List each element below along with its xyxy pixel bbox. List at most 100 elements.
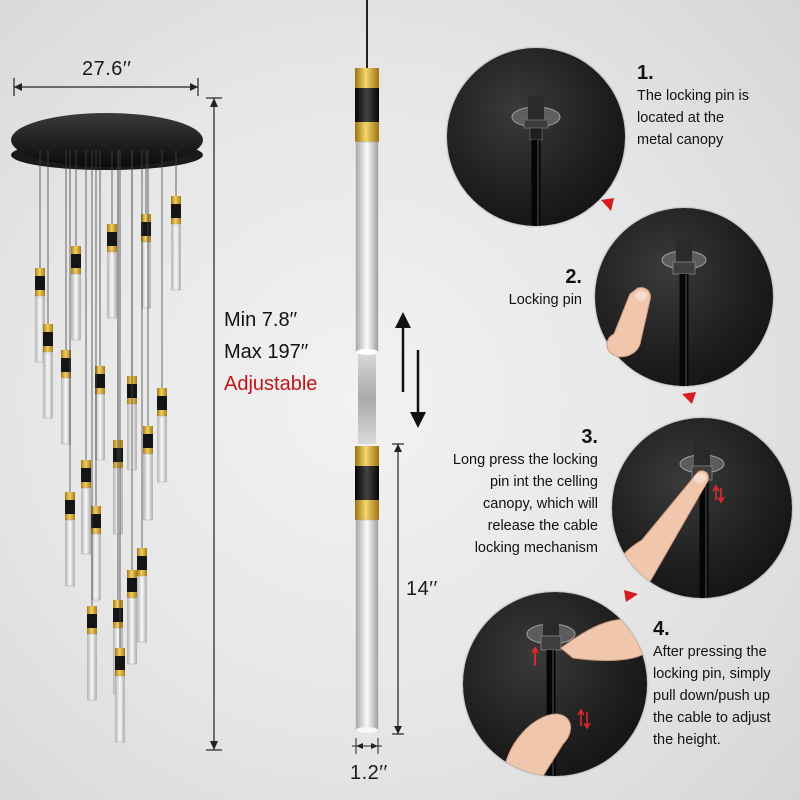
pendant-cap [61, 358, 71, 372]
pendant-cap [35, 276, 45, 290]
step3-line3: canopy, which will [483, 496, 598, 512]
red-arrow-icon [601, 198, 614, 211]
pendant-cap [113, 622, 123, 628]
pendant-cap [107, 224, 117, 232]
pendant-cap [95, 366, 105, 374]
tube-length-label: 14′′ [406, 578, 438, 600]
step4-line2: locking pin, simply [653, 666, 771, 682]
pendant-cap [95, 374, 105, 388]
pendant-cap [171, 196, 181, 204]
step3-caption: 3. Long press the locking pin int the ce… [400, 426, 598, 559]
pendant-cap [143, 434, 153, 448]
step3-line4: release the cable [487, 518, 598, 534]
pendant-glass-tube [141, 241, 151, 309]
pendant-glass-tube [61, 377, 71, 445]
pendant-glass-tube [71, 273, 81, 341]
pendant-cap [141, 236, 151, 242]
pendant-cap [141, 214, 151, 222]
step3-line2: pin int the celling [489, 474, 598, 490]
pendant-cap [91, 528, 101, 534]
pendant-cap [43, 324, 53, 332]
step4-caption: 4. After pressing the locking pin, simpl… [653, 618, 800, 751]
pendant-cap [95, 388, 105, 394]
pendant-glass-tube [65, 519, 75, 587]
pendant-cap [71, 246, 81, 254]
step1-caption: 1. The locking pin is located at the met… [637, 62, 797, 151]
pendant-cap [113, 608, 123, 622]
step1-line1: The locking pin is [637, 88, 750, 104]
pendant-cap [91, 514, 101, 528]
step2-line1: Locking pin [508, 292, 582, 308]
step3-number: 3. [581, 426, 598, 448]
red-arrow-icon [682, 392, 696, 404]
hand-icon [606, 287, 651, 358]
step1-canopy-photo [447, 48, 625, 226]
pendant-cap [87, 606, 97, 614]
pendant-cap [71, 268, 81, 274]
pendant-glass-tube [127, 597, 137, 665]
pendant-cap [157, 410, 167, 416]
pendant-cap [115, 670, 125, 676]
chandelier-drawing [11, 78, 203, 743]
pendant-cap [137, 556, 147, 570]
pendant-cap [143, 448, 153, 454]
pendant-cap [141, 222, 151, 236]
pendant-glass-tube [87, 633, 97, 701]
pendant-cap [35, 268, 45, 276]
pendant-cap [113, 600, 123, 608]
pendant-glass-tube [91, 533, 101, 601]
tube-diameter-label: 1.2′′ [350, 762, 388, 784]
pendant-cap [81, 468, 91, 482]
step4-adjust-cable-photo [463, 592, 647, 776]
pendant-glass-tube [95, 393, 105, 461]
step2-number: 2. [565, 266, 582, 288]
up-down-arrow-icon [395, 312, 426, 428]
step1-number: 1. [637, 62, 654, 84]
step4-line1: After pressing the [653, 644, 767, 660]
step4-line4: the cable to adjust [653, 710, 771, 726]
adjustable-label: Adjustable [224, 373, 318, 395]
pendant-cap [87, 614, 97, 628]
pendant-detail-drawing [352, 0, 426, 754]
pendant-glass-tube [115, 675, 125, 743]
pendant-cap [171, 204, 181, 218]
chandelier-overview: 27.6′′ [0, 0, 215, 800]
pendant-cap [43, 332, 53, 346]
pendant-glass-tube [43, 351, 53, 419]
pendant-cap [61, 350, 71, 358]
pendant-glass-tube [81, 487, 91, 555]
red-arrow-icon [624, 590, 638, 602]
pendant-cap [65, 500, 75, 514]
pendant-cap [43, 346, 53, 352]
pendant-cap [107, 232, 117, 246]
height-dimension-line [206, 97, 222, 751]
step1-line3: metal canopy [637, 132, 724, 148]
pendant-cap [81, 460, 91, 468]
pendant-glass-tube [143, 453, 153, 521]
height-min-label: Min 7.8′′ [224, 309, 298, 331]
canopy-width-label: 27.6′′ [82, 58, 132, 80]
pendant-cap [115, 648, 125, 656]
pendant-cap [137, 548, 147, 556]
pendant-cap [171, 218, 181, 224]
pendant-cap [35, 290, 45, 296]
pendant-cap [127, 592, 137, 598]
step4-line5: the height. [653, 732, 721, 748]
pendant-cap [127, 578, 137, 592]
pendant-cap [127, 570, 137, 578]
pendant-cap [137, 570, 147, 576]
pendant-cap [107, 246, 117, 252]
pendant-cap [71, 254, 81, 268]
step4-line3: pull down/push up [653, 688, 770, 704]
pendant-glass-tube [137, 575, 147, 643]
pendant-cap [91, 506, 101, 514]
step2-caption: 2. Locking pin [440, 266, 582, 311]
pendant-cap [87, 628, 97, 634]
pendant-cap [157, 388, 167, 396]
height-range-text: Min 7.8′′ Max 197′′ Adjustable [224, 304, 317, 400]
pendant-cap [143, 426, 153, 434]
pendant-glass-tube [107, 251, 117, 319]
pendant-glass-tube [157, 415, 167, 483]
height-max-label: Max 197′′ [224, 341, 309, 363]
step1-line2: located at the [637, 110, 725, 126]
